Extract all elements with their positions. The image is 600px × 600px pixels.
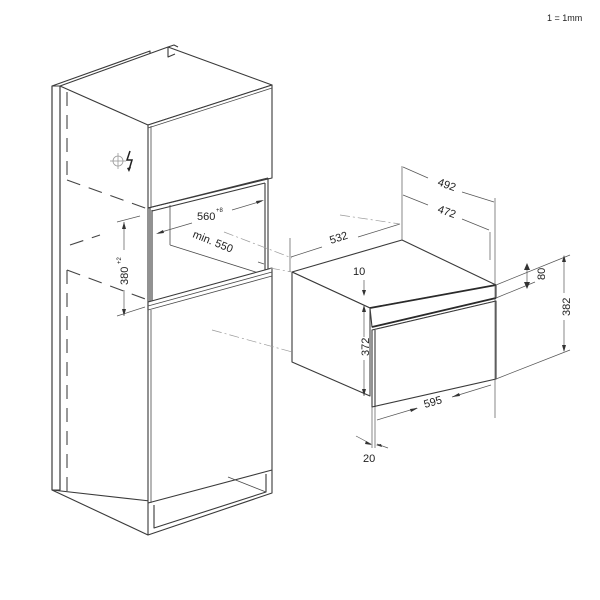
tall-cabinet [51, 44, 366, 536]
side-depth-label: 532 [328, 230, 349, 247]
panel-height-label: 80 [536, 268, 548, 280]
niche-height-label: 380 [119, 267, 131, 285]
niche-width-tolerance: +8 [216, 208, 224, 214]
appliance-body [291, 239, 497, 408]
scale-note: 1 = 1mm [547, 13, 582, 23]
appliance-dimensions: 492 472 532 10 80 382 372 [269, 166, 573, 465]
panel-offset-label: 10 [353, 266, 365, 278]
electrical-connection-icon [110, 150, 134, 172]
total-height-label: 382 [561, 298, 573, 316]
body-height-label: 372 [360, 338, 372, 356]
niche-height-tolerance: +2 [117, 256, 123, 264]
depth-outer-label: 492 [436, 177, 457, 195]
niche-width-label: 560 [197, 211, 215, 223]
width-label: 595 [423, 394, 444, 411]
front-thickness-label: 20 [363, 453, 375, 465]
depth-inner-label: 472 [436, 204, 457, 222]
niche-depth-label: min. 550 [191, 229, 235, 256]
